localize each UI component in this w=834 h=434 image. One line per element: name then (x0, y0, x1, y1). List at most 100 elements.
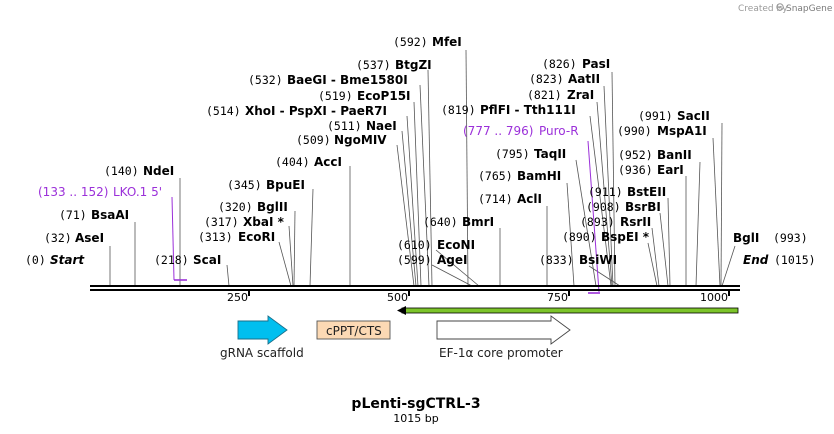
site-name-eari[interactable]: EarI (657, 163, 684, 177)
leader-bsiwi (588, 265, 621, 287)
site-pos-taqii: (795) (495, 147, 530, 161)
ruler-label-500: 500 (387, 291, 408, 304)
site-pos-bsiwi: (833) (539, 253, 574, 267)
leader-scai (226, 264, 230, 287)
site-name-xbai[interactable]: XbaI * (243, 215, 285, 229)
site-pos-bspei: (890) (562, 230, 597, 244)
site-name-acci[interactable]: AccI (314, 155, 342, 169)
site-name-asei[interactable]: AseI (75, 231, 104, 245)
leader-bamhi (566, 182, 575, 287)
site-name-bgli[interactable]: BglI (733, 231, 759, 245)
site-name-btgzi[interactable]: BtgZI (395, 58, 432, 72)
site-name-bsaai[interactable]: BsaAI (91, 208, 129, 222)
primer-lko1-marker[interactable] (171, 196, 187, 281)
site-name-bglii[interactable]: BglII (257, 200, 288, 214)
site-pos-pasi: (826) (542, 57, 577, 71)
site-name-xhoi[interactable]: XhoI - PspXI - PaeR7I (245, 104, 387, 118)
snapgene-logo-icon (776, 3, 784, 11)
site-pos-mfei: (592) (393, 35, 428, 49)
primer-puro-r-marker[interactable] (587, 140, 600, 294)
dna-backbone (90, 285, 740, 291)
site-pos-zrai: (821) (527, 88, 562, 102)
site-name-naei[interactable]: NaeI (366, 119, 397, 133)
site-pos-scai: (218) (154, 253, 189, 267)
site-pos-acli: (714) (478, 192, 513, 206)
site-pos-agei: (599) (397, 253, 432, 267)
plasmid-title: pLenti-sgCTRL-3 (351, 396, 480, 412)
leader-agei (431, 264, 473, 287)
site-name-ecori[interactable]: EcoRI (238, 230, 275, 244)
site-name-mspa1i[interactable]: MspA1I (657, 124, 707, 138)
leader-aatii (603, 85, 614, 287)
site-name-bpuei[interactable]: BpuEI (266, 178, 305, 192)
site-name-bspei[interactable]: BspEI * (601, 230, 650, 244)
leader-sacii (720, 122, 723, 287)
site-pos-baegi: (532) (248, 73, 283, 87)
site-pos-xbai: (317) (204, 215, 239, 229)
site-name-sacii[interactable]: SacII (677, 109, 710, 123)
start-label: Start (50, 253, 85, 267)
leader-pflfi (589, 115, 612, 287)
site-name-zrai[interactable]: ZraI (567, 88, 594, 102)
site-pos-banii: (952) (618, 148, 653, 162)
orf-arrow-reverse[interactable] (397, 306, 739, 315)
site-name-rsrii[interactable]: RsrII (620, 215, 651, 229)
primer-name-lko1[interactable]: LKO.1 5' (113, 185, 162, 199)
leader-btgzi (427, 69, 433, 287)
site-pos-rsrii: (893) (580, 215, 615, 229)
site-pos-bsrbi: (908) (586, 200, 621, 214)
site-name-bsrbi[interactable]: BsrBI (625, 200, 661, 214)
site-name-banii[interactable]: BanII (657, 148, 692, 162)
site-pos-ecop15i: (519) (318, 89, 353, 103)
leader-ecori (278, 241, 292, 287)
site-name-bamhi[interactable]: BamHI (517, 169, 561, 183)
site-name-pflfi[interactable]: PflFI - Tth111I (480, 103, 576, 117)
site-name-scai[interactable]: ScaI (193, 253, 221, 267)
site-pos-pflfi: (819) (441, 103, 476, 117)
site-pos-bsaai: (71) (59, 208, 87, 222)
site-name-baegi[interactable]: BaeGI - Bme1580I (287, 73, 408, 87)
site-name-aatii[interactable]: AatII (568, 72, 600, 86)
site-pos-naei: (511) (327, 119, 362, 133)
site-name-econi[interactable]: EcoNI (437, 238, 475, 252)
site-name-taqii[interactable]: TaqII (534, 147, 566, 161)
end-position: (1015) (774, 253, 816, 267)
leader-baegi (419, 84, 430, 287)
feature-ef1a-core-promoter[interactable] (436, 315, 571, 345)
site-name-bmri[interactable]: BmrI (462, 215, 494, 229)
leader-ecop15i (413, 101, 422, 287)
site-name-ndei[interactable]: NdeI (143, 164, 174, 178)
site-name-ecop15i[interactable]: EcoP15I (357, 89, 411, 103)
site-name-bsiwi[interactable]: BsiWI (579, 253, 617, 267)
site-pos-aatii: (823) (529, 72, 564, 86)
site-name-acli[interactable]: AclI (517, 192, 542, 206)
feature-cppt-cts[interactable]: cPPT/CTS (316, 320, 391, 340)
site-pos-bglii: (320) (218, 200, 253, 214)
site-pos-sacii: (991) (638, 109, 673, 123)
site-name-pasi[interactable]: PasI (582, 57, 610, 71)
primer-name-puro-r[interactable]: Puro-R (539, 124, 579, 138)
leader-pasi (611, 71, 616, 287)
leader-mspa1i (712, 137, 721, 287)
site-pos-ngomiv: (509) (296, 133, 331, 147)
site-name-agei[interactable]: AgeI (437, 253, 467, 267)
site-name-mfei[interactable]: MfeI (432, 35, 462, 49)
site-pos-eari: (936) (618, 163, 653, 177)
ruler-label-750: 750 (547, 291, 568, 304)
site-pos-econi: (610) (397, 238, 432, 252)
site-pos-btgzi: (537) (356, 58, 391, 72)
site-pos-bgli: (993) (773, 231, 808, 245)
feature-label-ef1a-core-promoter: EF-1α core promoter (439, 346, 563, 360)
primer-range-puro-r: (777 .. 796) (463, 124, 533, 138)
feature-grna-scaffold[interactable] (237, 315, 288, 345)
feature-label-cppt-cts: cPPT/CTS (326, 324, 382, 338)
leader-taqii (575, 159, 597, 287)
site-name-bsteii[interactable]: BstEII (627, 185, 666, 199)
leader-rsrii (651, 227, 660, 287)
leader-bspei (647, 242, 658, 287)
site-pos-acci: (404) (275, 155, 310, 169)
site-pos-ecori: (313) (198, 230, 233, 244)
site-name-ngomiv[interactable]: NgoMIV (334, 133, 387, 147)
site-pos-ndei: (140) (104, 164, 139, 178)
